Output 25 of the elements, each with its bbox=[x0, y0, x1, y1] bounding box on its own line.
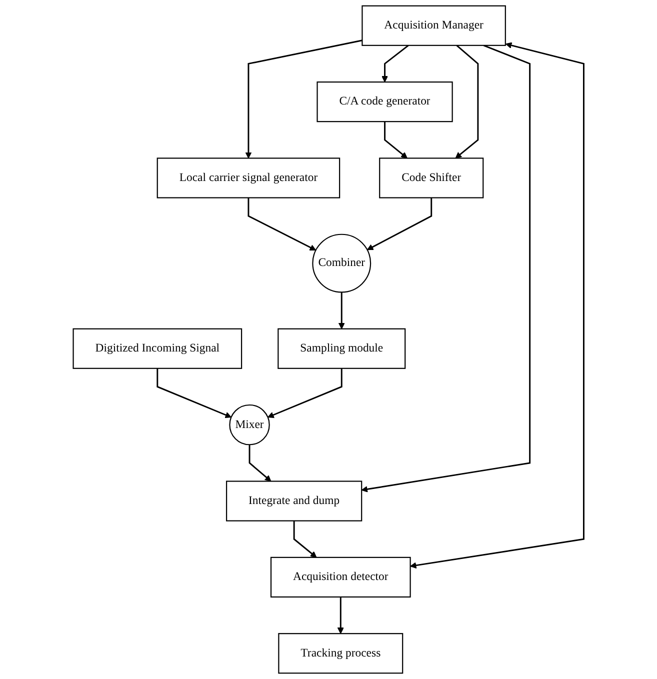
arrow bbox=[455, 44, 479, 158]
node-box: Sampling module bbox=[278, 328, 406, 369]
node-box: Local carrier signal generator bbox=[156, 158, 340, 198]
node-box: C/A code generator bbox=[316, 81, 453, 122]
arrow bbox=[338, 292, 345, 330]
arrow bbox=[361, 44, 531, 492]
arrow bbox=[248, 198, 316, 250]
node-circle: Mixer bbox=[229, 404, 270, 446]
node-box: Tracking process bbox=[278, 633, 404, 674]
node-box: Code Shifter bbox=[379, 158, 484, 198]
arrow bbox=[382, 44, 409, 82]
arrow bbox=[248, 444, 272, 482]
arrow bbox=[337, 596, 344, 634]
arrow bbox=[384, 122, 408, 158]
arrow bbox=[245, 40, 362, 158]
arrow bbox=[366, 198, 432, 250]
node-box: Digitized Incoming Signal bbox=[72, 328, 242, 369]
node-box: Acquisition Manager bbox=[362, 5, 506, 46]
arrow bbox=[156, 368, 232, 418]
arrow bbox=[293, 520, 317, 558]
node-circle: Combiner bbox=[312, 234, 372, 293]
arrow bbox=[410, 42, 584, 569]
node-box: Acquisition detector bbox=[270, 556, 411, 598]
arrow bbox=[268, 368, 342, 418]
node-box: Integrate and dump bbox=[226, 480, 362, 522]
